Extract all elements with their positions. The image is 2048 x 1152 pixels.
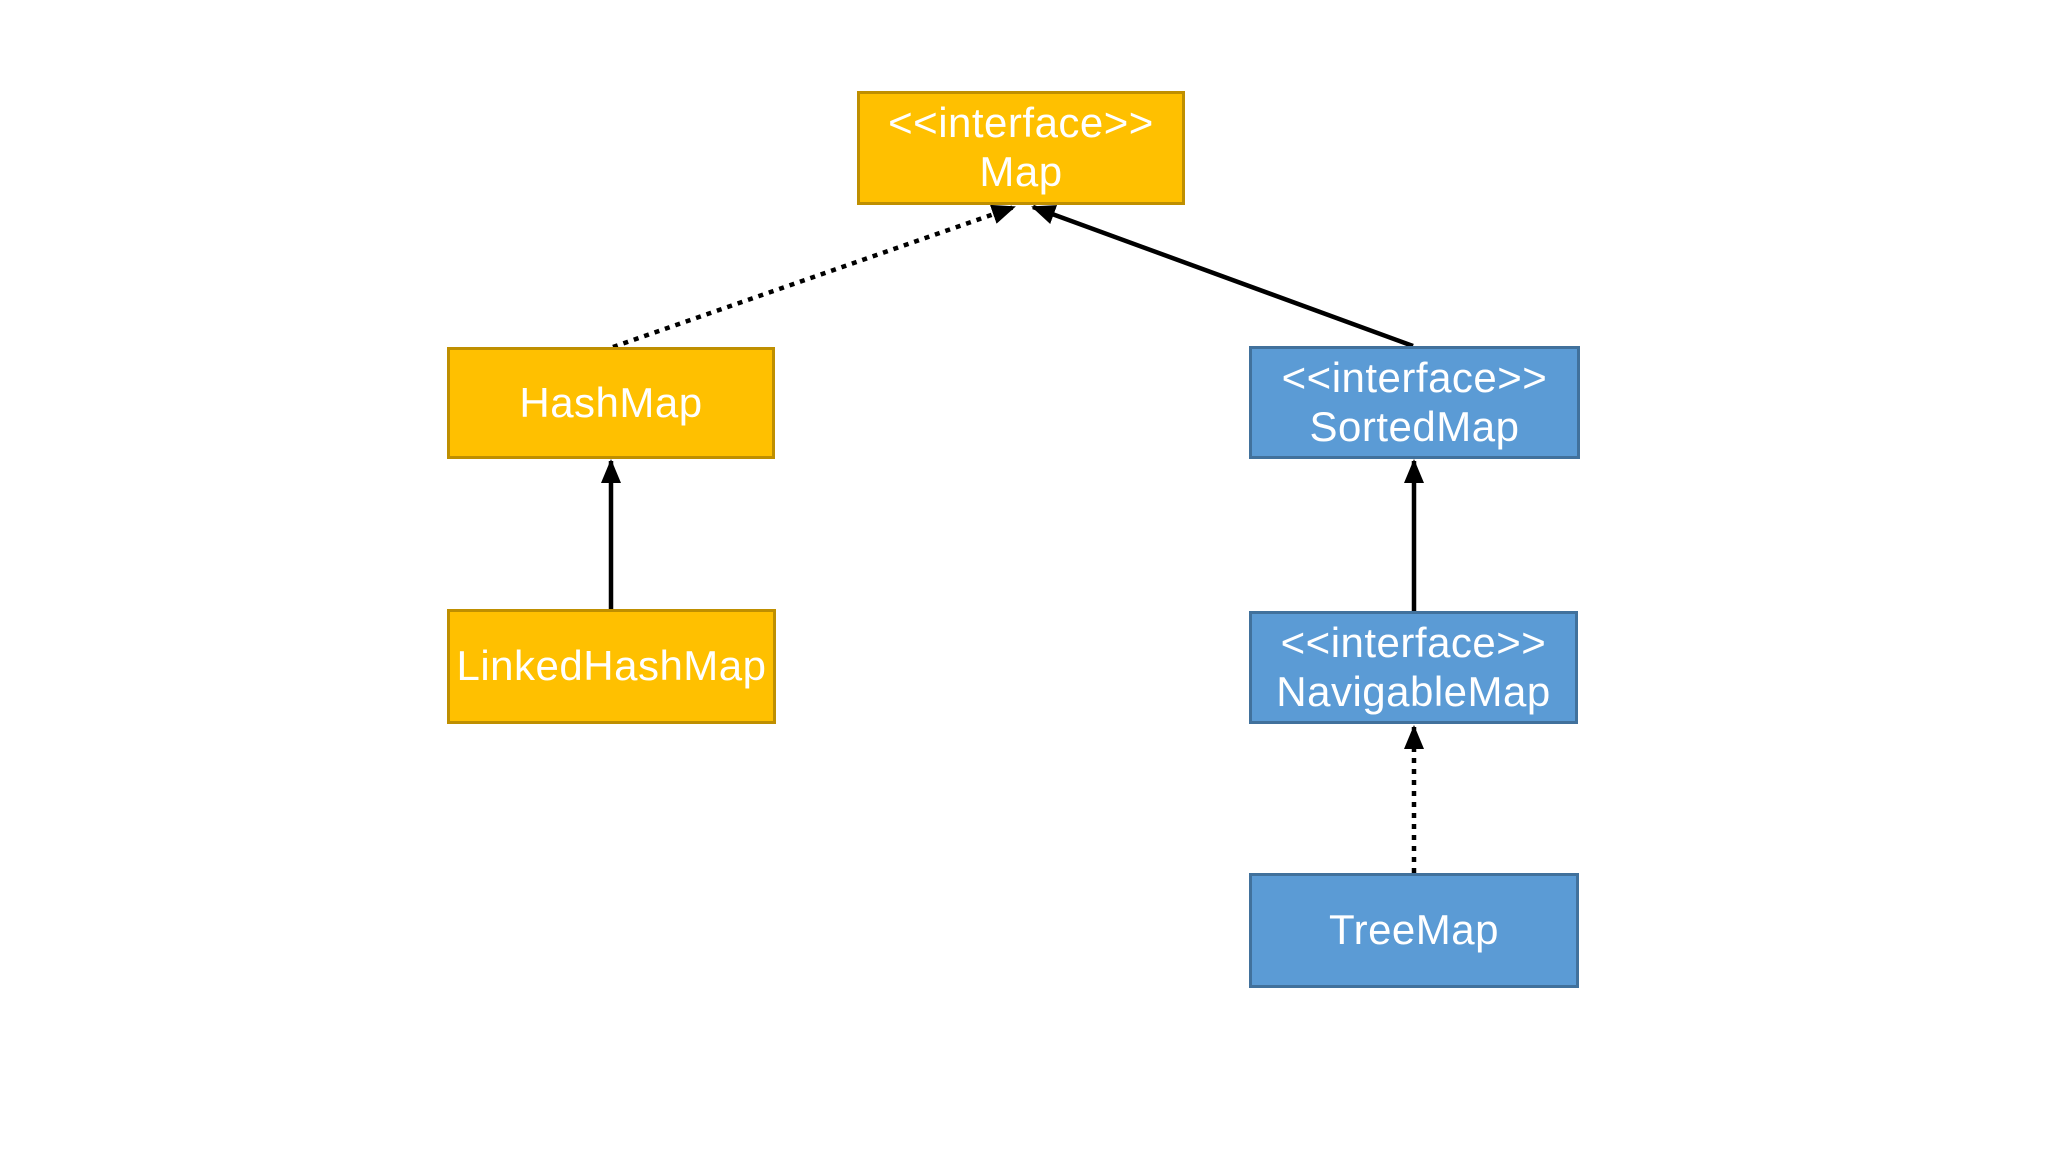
node-name-label: NavigableMap <box>1276 667 1551 715</box>
node-linkedhashmap: LinkedHashMap <box>447 609 776 724</box>
node-name-label: SortedMap <box>1309 402 1520 450</box>
node-stereotype-label: <<interface>> <box>888 99 1154 147</box>
node-stereotype-label: <<interface>> <box>1280 618 1547 666</box>
node-map: <<interface>>Map <box>857 91 1185 205</box>
node-name-label: TreeMap <box>1328 906 1499 954</box>
node-navigablemap: <<interface>>NavigableMap <box>1249 611 1578 724</box>
node-stereotype-label: <<interface>> <box>1281 353 1548 401</box>
node-name-label: Map <box>979 148 1063 195</box>
node-treemap: TreeMap <box>1249 873 1579 988</box>
node-hashmap: HashMap <box>447 347 775 459</box>
node-sortedmap: <<interface>>SortedMap <box>1249 346 1580 459</box>
node-name-label: LinkedHashMap <box>456 642 767 690</box>
node-name-label: HashMap <box>519 378 703 426</box>
